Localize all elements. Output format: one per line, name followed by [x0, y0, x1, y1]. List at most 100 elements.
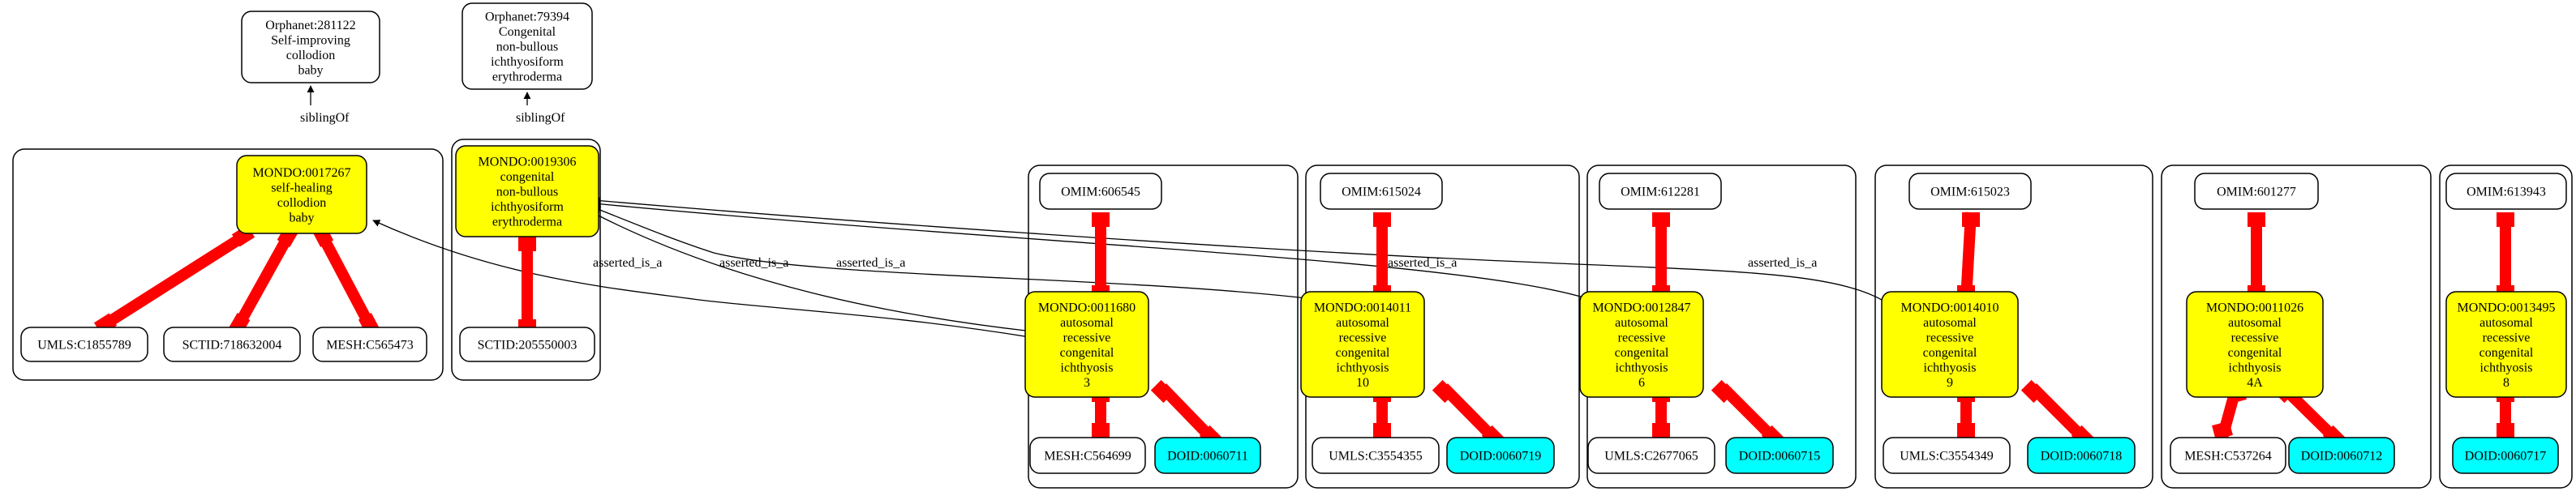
node-label-line: congenital: [2228, 346, 2282, 360]
node-label-line: MONDO:0014011: [1314, 301, 1411, 314]
node-box: [2452, 437, 2559, 474]
node-label-line: autosomal: [1923, 316, 1977, 330]
node-sctid718632004: SCTID:718632004: [163, 327, 301, 362]
node-label-line: recessive: [2483, 331, 2531, 344]
node-label-line: MONDO:0013495: [2458, 301, 2556, 314]
node-label-line: collodion: [277, 196, 326, 210]
node-box: [163, 327, 301, 362]
node-m11026: MONDO:0011026autosomalrecessivecongenita…: [2186, 291, 2324, 398]
node-label-line: ichthyosis: [1616, 361, 1668, 374]
node-label-line: ichthyosis: [1337, 361, 1389, 374]
node-m14010: MONDO:0014010autosomalrecessivecongenita…: [1881, 291, 2019, 398]
node-label-line: OMIM:615024: [1342, 186, 1421, 199]
node-label-line: congenital: [1336, 346, 1390, 360]
edge-label-asserted-3: asserted_is_a: [836, 256, 905, 270]
cluster-arci8: [2439, 165, 2573, 489]
node-box: [2445, 173, 2567, 210]
node-box: [312, 327, 427, 362]
relation-edges: [307, 85, 1891, 340]
node-label-line: OMIM:601277: [2217, 186, 2296, 199]
node-m19306: MONDO:0019306congenitalnon-bullousichthy…: [455, 145, 599, 237]
node-box: [1908, 173, 2032, 210]
node-box: [1587, 437, 1715, 474]
node-orph281122: Orphanet:281122Self-improvingcollodionba…: [241, 11, 380, 83]
cluster-arci4a: [2161, 165, 2432, 489]
node-label-line: DOID:0060712: [2301, 450, 2382, 464]
node-label-line: congenital: [2479, 346, 2534, 360]
node-label-line: collodion: [286, 49, 335, 62]
node-label-line: OMIM:615023: [1930, 186, 2010, 199]
node-sctid205550003: SCTID:205550003: [459, 327, 595, 362]
node-label-line: ichthyosiform: [491, 200, 564, 214]
node-umls2677065: UMLS:C2677065: [1587, 437, 1715, 474]
node-omim606545: OMIM:606545: [1039, 173, 1162, 210]
node-label-line: congenital: [1923, 346, 1977, 360]
node-label-line: UMLS:C3554355: [1329, 450, 1423, 464]
asserted-edge-arci6-to-cnbie: [593, 200, 1602, 304]
node-label-line: non-bullous: [496, 186, 558, 199]
node-label-line: OMIM:612281: [1621, 186, 1700, 199]
node-label-line: MESH:C537264: [2184, 450, 2272, 464]
node-mesh564699: MESH:C564699: [1029, 437, 1146, 474]
node-label-line: autosomal: [1336, 316, 1389, 330]
node-label-line: ichthyosis: [2229, 361, 2282, 374]
node-label-line: DOID:0060715: [1739, 450, 1820, 464]
node-umls1855789: UMLS:C1855789: [20, 327, 148, 362]
node-doid60711: DOID:0060711: [1154, 437, 1261, 474]
node-label-line: congenital: [1060, 346, 1114, 360]
node-box: [1446, 437, 1555, 474]
edge-labels: siblingOf siblingOf asserted_is_a assert…: [300, 111, 1817, 270]
node-box: [2170, 437, 2286, 474]
node-label-line: recessive: [1063, 331, 1111, 344]
node-mesh537264: MESH:C537264: [2170, 437, 2286, 474]
edge-label-asserted-5: asserted_is_a: [1748, 256, 1817, 270]
asserted-edge-arci9-to-cnbie: [593, 197, 1891, 306]
node-label-line: ichthyosiform: [491, 55, 564, 69]
node-box: [2288, 437, 2395, 474]
node-box: [1725, 437, 1834, 474]
node-doid60719: DOID:0060719: [1446, 437, 1555, 474]
node-box: [1883, 437, 2011, 474]
node-doid60717: DOID:0060717: [2452, 437, 2559, 474]
node-label-line: Self-improving: [271, 33, 350, 47]
node-label-line: autosomal: [2228, 316, 2282, 330]
cluster-arci9: [1874, 165, 2153, 489]
node-omim612281: OMIM:612281: [1599, 173, 1722, 210]
node-label-line: recessive: [1339, 331, 1387, 344]
node-label-line: Orphanet:281122: [265, 19, 355, 32]
node-m12847: MONDO:0012847autosomalrecessivecongenita…: [1579, 291, 1704, 398]
cluster-cnbie: [451, 139, 601, 381]
asserted-edge-arci3-to-self-healing: [372, 220, 1041, 340]
node-label-line: 6: [1638, 376, 1645, 390]
node-box: [459, 327, 595, 362]
node-box: [241, 11, 380, 83]
node-box: [1579, 291, 1704, 398]
node-box: [462, 2, 593, 90]
node-label-line: MONDO:0011680: [1038, 301, 1136, 314]
node-label-line: UMLS:C3554349: [1900, 450, 1994, 464]
node-label-line: DOID:0060719: [1460, 450, 1541, 464]
node-label-line: Orphanet:79394: [485, 11, 569, 24]
node-omim615023: OMIM:615023: [1908, 173, 2032, 210]
node-box: [2194, 173, 2319, 210]
node-label-line: 8: [2503, 376, 2509, 390]
node-box: [1039, 173, 1162, 210]
node-label-line: MESH:C565473: [326, 339, 414, 353]
node-box: [236, 155, 367, 234]
node-label-line: ichthyosis: [2480, 361, 2533, 374]
cluster-self-healing: [12, 148, 444, 381]
node-m11680: MONDO:0011680autosomalrecessivecongenita…: [1024, 291, 1149, 398]
node-mesh565473: MESH:C565473: [312, 327, 427, 362]
node-label-line: autosomal: [2479, 316, 2533, 330]
node-box: [1029, 437, 1146, 474]
node-box: [1024, 291, 1149, 398]
node-label-line: non-bullous: [496, 41, 558, 54]
node-label-line: recessive: [1618, 331, 1666, 344]
node-label-line: MONDO:0014010: [1901, 301, 1999, 314]
node-box: [2186, 291, 2324, 398]
node-box: [20, 327, 148, 362]
node-label-line: OMIM:613943: [2467, 186, 2546, 199]
